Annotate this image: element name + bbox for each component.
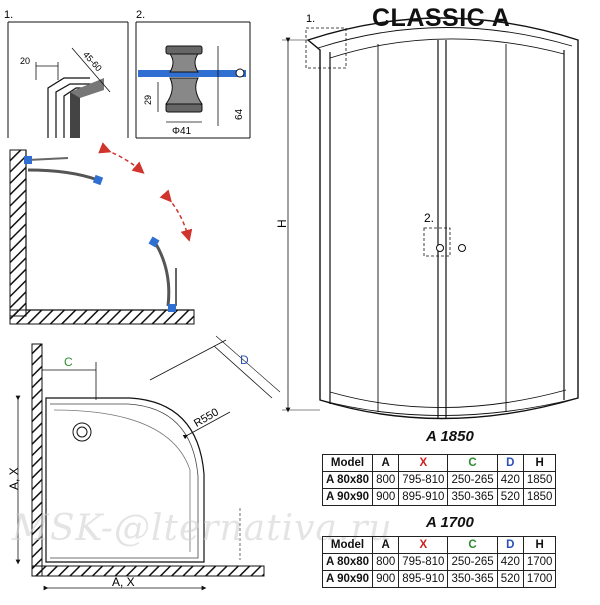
col-c: C [447,454,498,472]
callout-box-1 [305,27,347,69]
front-elevation: 1. 2. H [275,13,579,420]
table-row: A 80x80 800 795-810 250-265 420 1700 [321,553,557,571]
table-header-row: Model A X C D H [321,454,557,472]
glass-profile [70,92,80,138]
dim-h: H [275,219,289,228]
dim-r550: R550 [192,406,221,430]
col-a: A [372,454,400,472]
table-row: A 80x80 800 795-810 250-265 420 1850 [321,471,557,489]
floor-plan: C D R550 A, X A, X [7,335,281,591]
col-model: Model [321,454,374,472]
col-d: D [496,536,524,554]
col-h: H [522,454,557,472]
hinge-marker [24,156,32,164]
dim-64: 64 [234,108,245,120]
dim-45-60: 45-60 [81,50,104,74]
col-x: X [398,536,449,554]
dim-d: D [240,353,249,367]
product-title: CLASSIC A [372,4,511,32]
col-d: D [496,454,524,472]
detail-2-panel: 2. 29 64 Φ41 [135,9,251,139]
col-h: H [522,536,557,554]
cabin-frame [306,17,579,420]
swing-arrow-left [98,142,145,174]
dim-29: 29 [143,95,153,105]
right-door-arc [154,243,171,307]
col-model: Model [321,536,374,554]
front-callout-1: 1. [306,13,315,25]
door-handle-right [458,244,466,252]
dim-a-x-horizontal: A, X [112,575,135,589]
table-header-row: Model A X C D H [321,536,557,554]
knob-handle [169,53,199,73]
opening-scheme [9,142,195,325]
detail-1-callout: 1. [4,9,13,21]
detail-1-panel: 1. 20 45-60 [4,9,129,138]
table-2-label: A 1700 [426,514,474,531]
table-row: A 90x90 900 895-910 350-365 520 1700 [321,570,557,588]
front-callout-2: 2. [424,211,434,225]
swing-arrow-right [159,189,193,242]
table-row: A 90x90 900 895-910 350-365 520 1850 [321,488,557,506]
table-1-label: A 1850 [426,428,474,445]
dim-20: 20 [20,56,30,66]
dim-phi41: Φ41 [172,126,192,137]
dim-a-x-vertical: A, X [7,467,21,490]
callout-box-2 [423,227,451,257]
col-c: C [447,536,498,554]
shower-tray [45,397,205,563]
detail-2-callout: 2. [136,9,145,21]
drain [72,422,92,442]
spec-table-1850: Model A X C D H A 80x80 800 795-810 250-… [321,454,557,506]
dim-c: C [64,355,73,369]
col-a: A [372,536,400,554]
left-door-arc [27,168,99,182]
spec-table-1700: Model A X C D H A 80x80 800 795-810 250-… [321,536,557,588]
towel-bar [138,70,246,77]
col-x: X [398,454,449,472]
door-handle-left [436,244,444,252]
